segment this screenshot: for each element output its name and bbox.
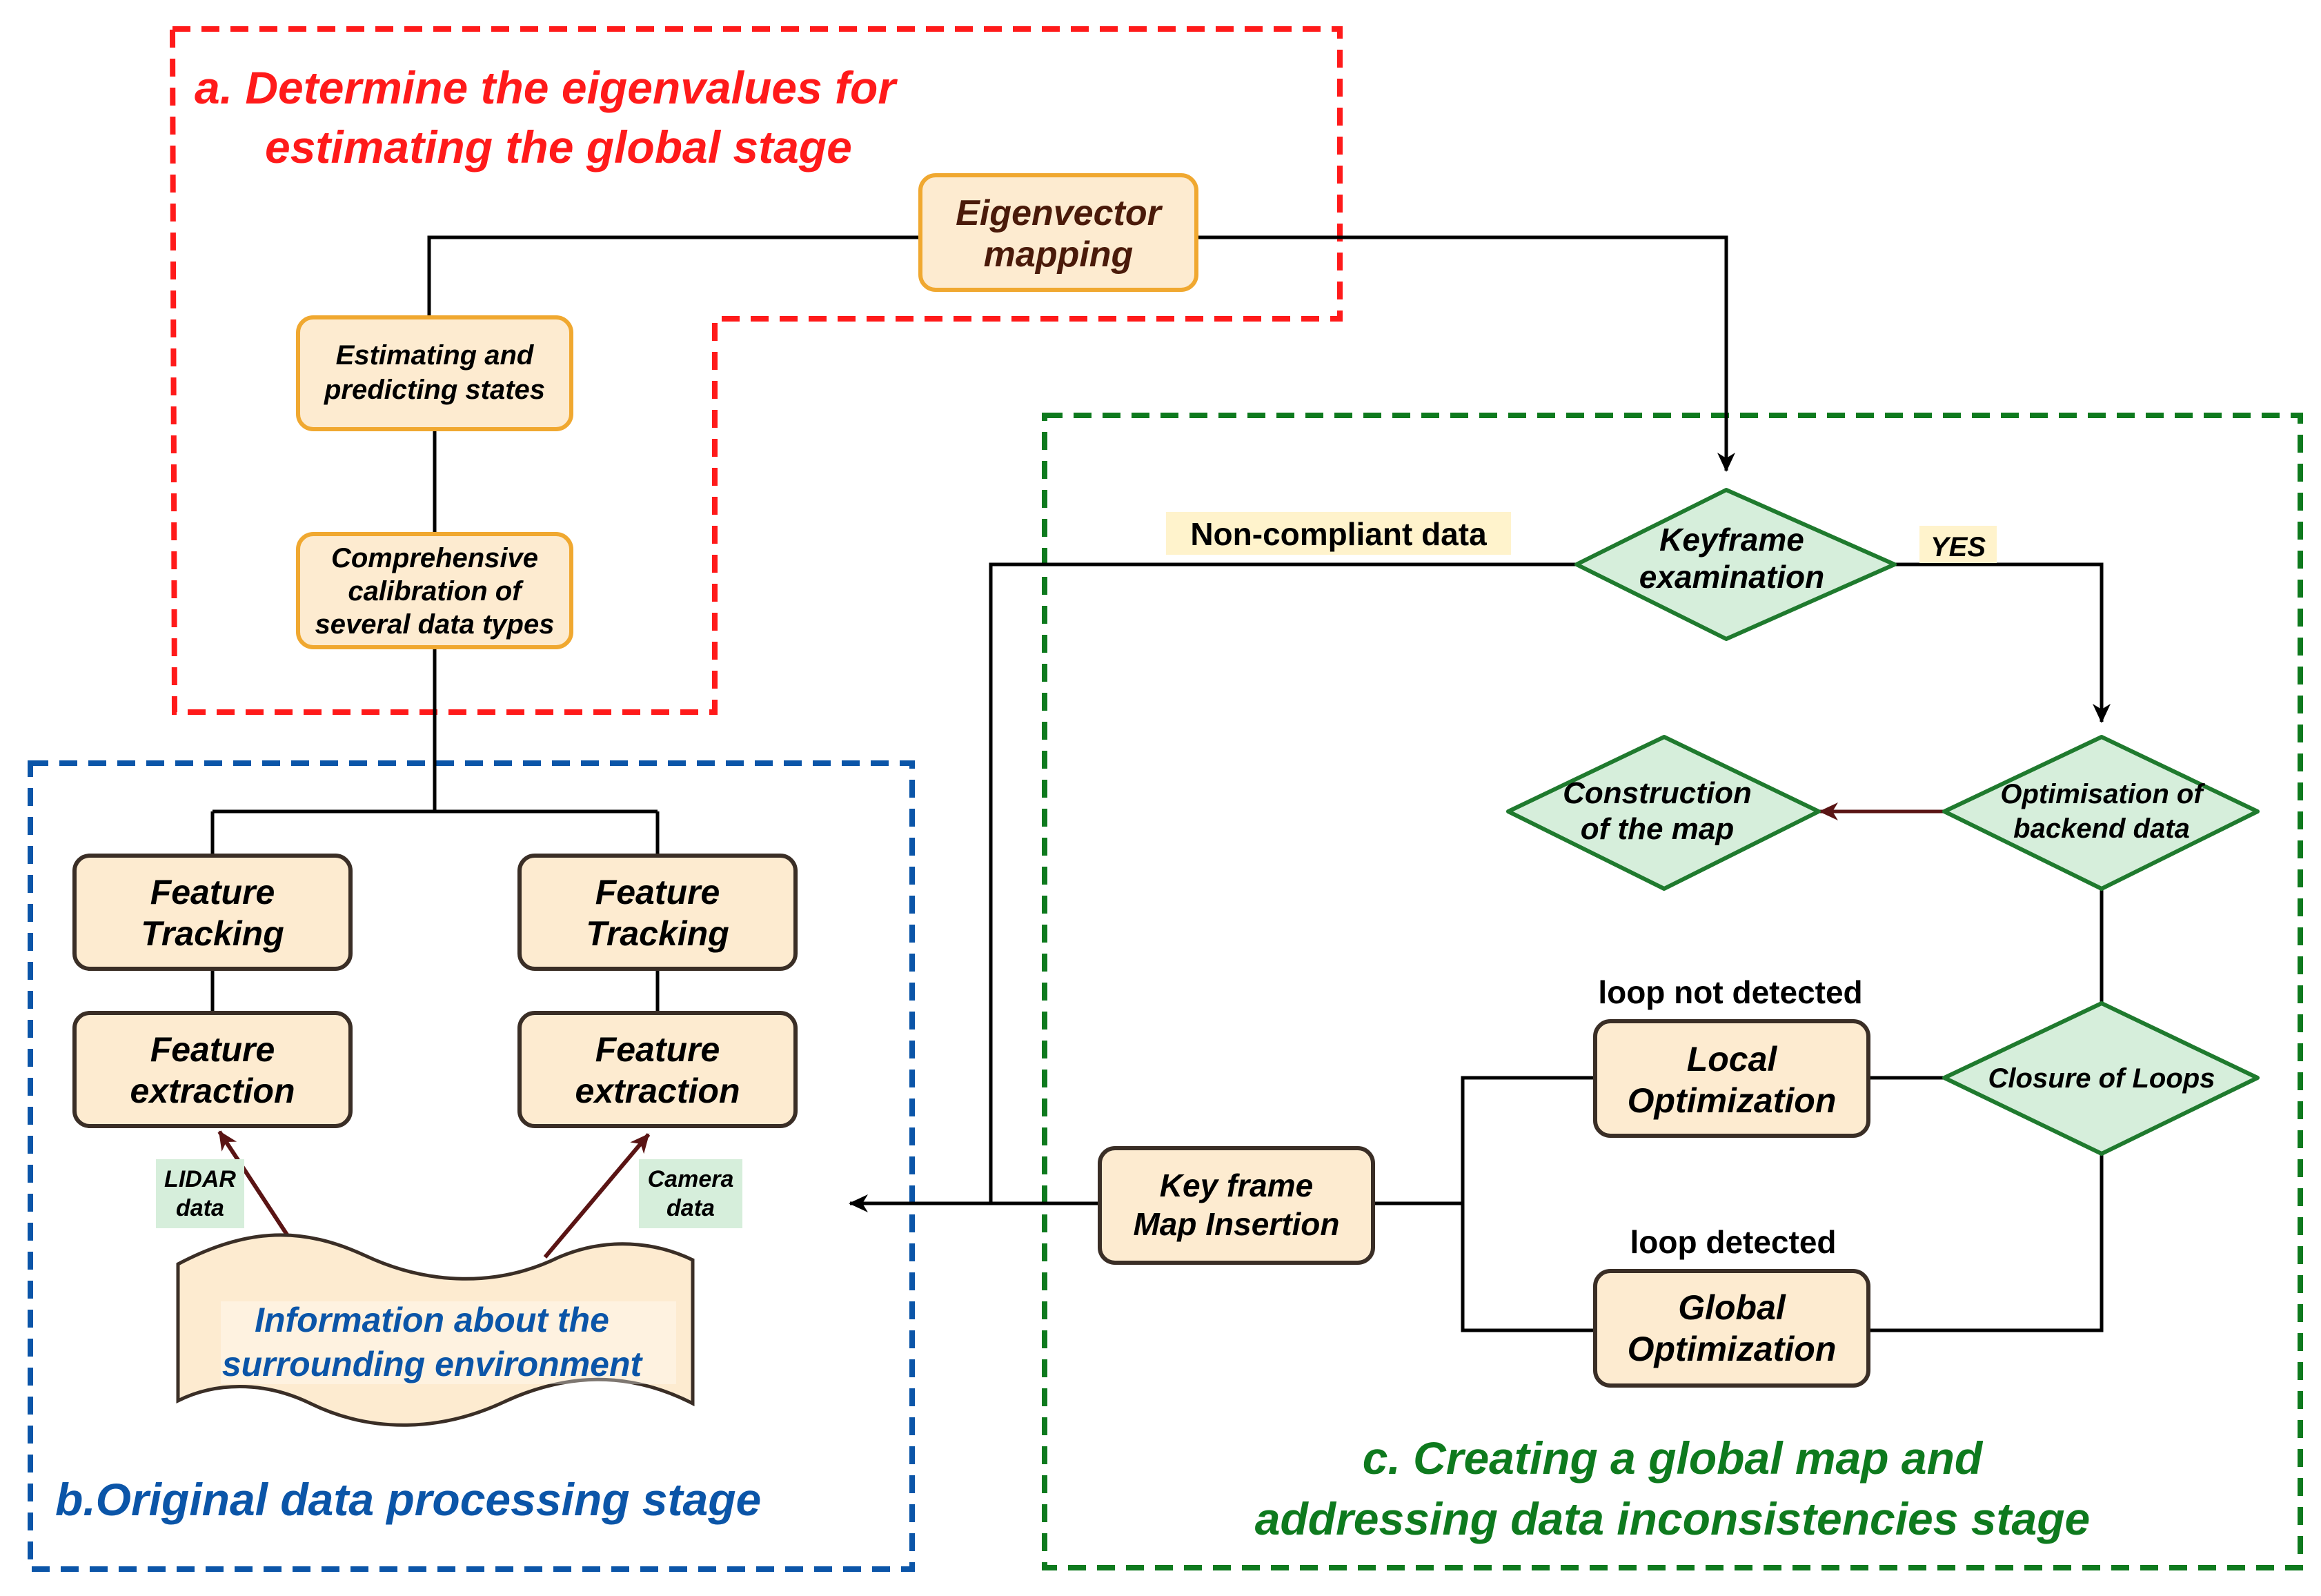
node-keyframe-insertion: Key frame Map Insertion [1098,1146,1375,1265]
label-loop-not-detected: loop not detected [1598,974,1862,1010]
node-calibration-line2: calibration of [348,576,524,607]
node-closure-line1: Closure of Loops [1988,1063,2215,1094]
node-map-line2: of the map [1581,812,1734,846]
connector-yes [1895,562,2111,723]
tag-camera-data: Camera data [639,1159,742,1228]
connector-opt-insert [1373,1076,1595,1332]
node-estimating-line2: predicting states [324,375,545,405]
node-tracking-left-line2: Tracking [141,914,284,953]
stage-c-title-line2: addressing data inconsistencies stage [1255,1493,2090,1544]
node-closure-of-loops: Closure of Loops [1942,1001,2260,1156]
node-extraction-right-line1: Feature [595,1030,720,1069]
node-backend-line2: backend data [2013,814,2190,844]
label-loop-detected: loop detected [1630,1224,1836,1260]
tag-lidar-data: LIDAR data [156,1159,244,1228]
node-surrounding-environment: Information about the surrounding enviro… [176,1233,695,1427]
label-yes-text: YES [1930,532,1986,562]
stage-c-title-line1: c. Creating a global map and [1363,1432,1984,1484]
tag-camera-line2: data [666,1195,715,1221]
node-global-line1: Global [1678,1288,1786,1327]
stage-a-title-line1: a. Determine the eigenvalues for [195,62,898,113]
tag-lidar-line1: LIDAR [164,1166,236,1192]
node-global-optimization: Global Optimization [1593,1269,1870,1388]
node-eigenvector-mapping: Eigenvector mapping [918,173,1198,292]
node-feature-extraction-right: Feature extraction [517,1011,798,1128]
node-tracking-left-line1: Feature [150,873,275,912]
stage-b-border [28,760,915,1572]
node-environment-line1: Information about the [255,1301,609,1339]
tag-lidar-line2: data [176,1195,224,1221]
node-comprehensive-calibration: Comprehensive calibration of several dat… [296,532,573,649]
label-non-compliant: Non-compliant data [1166,512,1511,555]
node-insert-line1: Key frame [1160,1168,1313,1203]
node-calibration-line1: Comprehensive [331,543,538,573]
arrow-env-camera [543,1133,651,1259]
node-local-optimization: Local Optimization [1593,1019,1870,1138]
label-non-compliant-text: Non-compliant data [1190,516,1487,552]
tag-camera-line1: Camera [648,1166,734,1192]
node-eigenvector-line1: Eigenvector [956,193,1163,233]
node-local-line1: Local [1687,1040,1778,1078]
node-global-line2: Optimization [1628,1330,1837,1368]
stage-b-title: b.Original data processing stage [55,1474,761,1525]
node-backend-optimisation: Optimisation of backend data [1942,735,2260,891]
stage-a-border [169,26,1343,715]
node-insert-line2: Map Insertion [1133,1206,1339,1242]
node-extraction-right-line2: extraction [575,1072,740,1110]
node-estimating-states: Estimating and predicting states [296,315,573,431]
connector-closure-global [1868,1154,2104,1332]
connector-calibration-tree [210,647,660,856]
node-estimating-line1: Estimating and [336,340,535,371]
node-extraction-left-line1: Feature [150,1030,275,1069]
node-environment-line2: surrounding environment [222,1345,644,1383]
stage-c-border [1042,413,2303,1570]
node-tracking-right-line1: Feature [595,873,720,912]
node-eigenvector-line2: mapping [984,235,1134,275]
connector-eigen-keyframe [1196,235,1735,472]
node-map-construction: Construction of the map [1506,735,1821,891]
node-tracking-right-line2: Tracking [586,914,729,953]
node-feature-tracking-left: Feature Tracking [72,854,353,971]
node-extraction-left-line2: extraction [130,1072,295,1110]
node-map-line1: Construction [1563,776,1752,810]
node-calibration-line3: several data types [315,609,555,640]
connectors [210,235,2111,1332]
node-feature-tracking-right: Feature Tracking [517,854,798,971]
connector-eigen-estimating [427,235,920,317]
node-keyframe-examination: Keyframe examination [1574,488,1897,641]
node-keyframe-exam-line1: Keyframe [1659,522,1804,558]
node-feature-extraction-left: Feature extraction [72,1011,353,1128]
node-local-line2: Optimization [1628,1081,1837,1120]
stage-a-title-line2: estimating the global stage [265,121,852,173]
label-yes: YES [1919,526,1997,563]
node-keyframe-exam-line2: examination [1639,559,1824,595]
connector-noncompliant [989,562,1577,1203]
node-backend-line1: Optimisation of [2000,779,2205,809]
